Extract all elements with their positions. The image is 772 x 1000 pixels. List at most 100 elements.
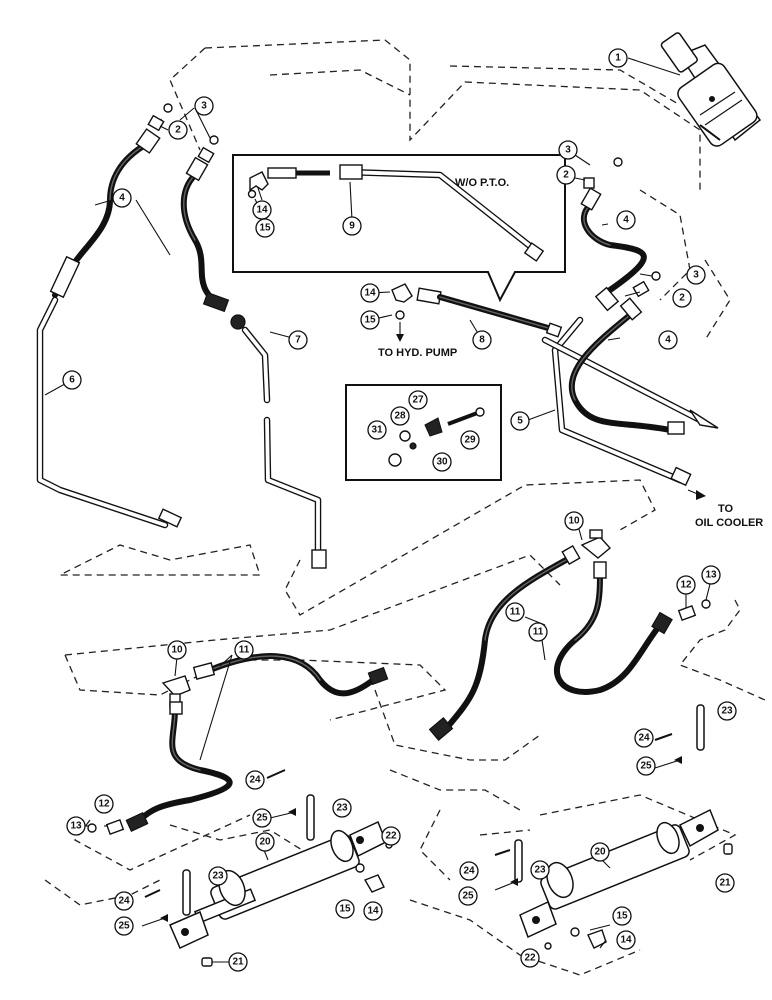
svg-text:13: 13 bbox=[705, 570, 717, 581]
tube-7 bbox=[230, 314, 327, 569]
callout-10: 10 bbox=[564, 511, 584, 531]
svg-text:25: 25 bbox=[256, 813, 268, 824]
callout-25: 25 bbox=[636, 756, 656, 776]
callout-7: 7 bbox=[288, 330, 308, 350]
callout-3: 3 bbox=[558, 140, 578, 160]
svg-text:4: 4 bbox=[119, 193, 125, 204]
callout-24: 24 bbox=[634, 728, 654, 748]
callout-30: 30 bbox=[432, 452, 452, 472]
svg-text:11: 11 bbox=[510, 607, 521, 618]
callout-14: 14 bbox=[252, 200, 272, 220]
callout-23: 23 bbox=[717, 701, 737, 721]
callout-25: 25 bbox=[458, 886, 478, 906]
svg-text:14: 14 bbox=[367, 906, 379, 917]
callout-23: 23 bbox=[332, 798, 352, 818]
svg-text:27: 27 bbox=[412, 395, 424, 406]
svg-text:8: 8 bbox=[479, 335, 485, 346]
callout-11: 11 bbox=[505, 602, 525, 622]
svg-text:3: 3 bbox=[565, 145, 571, 156]
callout-4: 4 bbox=[616, 210, 636, 230]
svg-text:29: 29 bbox=[464, 435, 476, 446]
svg-text:3: 3 bbox=[693, 270, 699, 281]
svg-text:13: 13 bbox=[70, 821, 82, 832]
svg-text:4: 4 bbox=[623, 215, 629, 226]
svg-text:11: 11 bbox=[239, 645, 250, 656]
svg-text:14: 14 bbox=[364, 288, 376, 299]
svg-text:9: 9 bbox=[349, 221, 355, 232]
callout-14: 14 bbox=[363, 901, 383, 921]
svg-text:24: 24 bbox=[638, 733, 650, 744]
svg-text:15: 15 bbox=[616, 911, 628, 922]
part-1-valve-body bbox=[660, 32, 762, 147]
svg-text:14: 14 bbox=[620, 935, 632, 946]
svg-text:20: 20 bbox=[594, 847, 606, 858]
callout-15: 15 bbox=[255, 218, 275, 238]
callout-5: 5 bbox=[510, 411, 530, 431]
svg-text:22: 22 bbox=[524, 953, 536, 964]
svg-text:20: 20 bbox=[259, 837, 271, 848]
callout-14: 14 bbox=[360, 283, 380, 303]
callout-11: 11 bbox=[234, 640, 254, 660]
callouts: 1 3 2 4 3 2 4 3 2 4 14 15 9 14 15 8 7 6 … bbox=[62, 48, 737, 972]
callout-24: 24 bbox=[245, 770, 265, 790]
callout-20: 20 bbox=[590, 842, 610, 862]
to-hyd-pump-label: TO HYD. PUMP bbox=[378, 347, 457, 359]
svg-text:23: 23 bbox=[212, 871, 224, 882]
callout-25: 25 bbox=[114, 916, 134, 936]
svg-text:21: 21 bbox=[719, 878, 731, 889]
callout-10: 10 bbox=[167, 640, 187, 660]
hoses-11 bbox=[87, 529, 711, 835]
svg-text:31: 31 bbox=[371, 425, 383, 436]
svg-text:2: 2 bbox=[563, 170, 569, 181]
callout-6: 6 bbox=[62, 370, 82, 390]
svg-text:2: 2 bbox=[679, 293, 685, 304]
hose-8-assembly: TO HYD. PUMP bbox=[378, 283, 563, 359]
svg-text:12: 12 bbox=[98, 799, 110, 810]
svg-text:2: 2 bbox=[175, 125, 181, 136]
callout-25: 25 bbox=[252, 808, 272, 828]
callout-27: 27 bbox=[408, 390, 428, 410]
callout-14: 14 bbox=[616, 930, 636, 950]
callout-2: 2 bbox=[556, 165, 576, 185]
svg-text:22: 22 bbox=[385, 831, 397, 842]
to-label: TO bbox=[718, 503, 734, 515]
svg-text:1: 1 bbox=[615, 53, 621, 64]
svg-text:4: 4 bbox=[665, 335, 671, 346]
svg-text:28: 28 bbox=[394, 411, 406, 422]
callout-3: 3 bbox=[194, 96, 214, 116]
svg-text:15: 15 bbox=[259, 223, 271, 234]
callout-31: 31 bbox=[367, 420, 387, 440]
dashed-outlines bbox=[44, 39, 766, 976]
svg-text:5: 5 bbox=[517, 416, 523, 427]
svg-text:24: 24 bbox=[463, 866, 475, 877]
tube-8-and-line bbox=[541, 336, 719, 429]
callout-24: 24 bbox=[114, 891, 134, 911]
callout-4: 4 bbox=[112, 188, 132, 208]
callout-24: 24 bbox=[459, 861, 479, 881]
callout-21: 21 bbox=[715, 873, 735, 893]
svg-text:25: 25 bbox=[640, 761, 652, 772]
callout-22: 22 bbox=[520, 948, 540, 968]
svg-text:10: 10 bbox=[568, 516, 580, 527]
wo-pto-inset: W/O P.T.O. bbox=[232, 154, 566, 303]
callout-28: 28 bbox=[390, 406, 410, 426]
svg-text:6: 6 bbox=[69, 375, 75, 386]
callout-21: 21 bbox=[228, 952, 248, 972]
callout-20: 20 bbox=[255, 832, 275, 852]
callout-13: 13 bbox=[701, 565, 721, 585]
oil-cooler-label: OIL COOLER bbox=[695, 517, 763, 529]
wo-pto-label: W/O P.T.O. bbox=[455, 177, 509, 189]
callout-2: 2 bbox=[168, 120, 188, 140]
callout-8: 8 bbox=[472, 330, 492, 350]
callout-3: 3 bbox=[686, 265, 706, 285]
svg-text:15: 15 bbox=[339, 904, 351, 915]
callout-12: 12 bbox=[676, 575, 696, 595]
svg-text:12: 12 bbox=[680, 580, 692, 591]
callout-29: 29 bbox=[460, 430, 480, 450]
callout-15: 15 bbox=[335, 899, 355, 919]
tube-6 bbox=[36, 296, 183, 529]
callout-22: 22 bbox=[381, 826, 401, 846]
callout-1: 1 bbox=[608, 48, 628, 68]
callout-23: 23 bbox=[530, 860, 550, 880]
